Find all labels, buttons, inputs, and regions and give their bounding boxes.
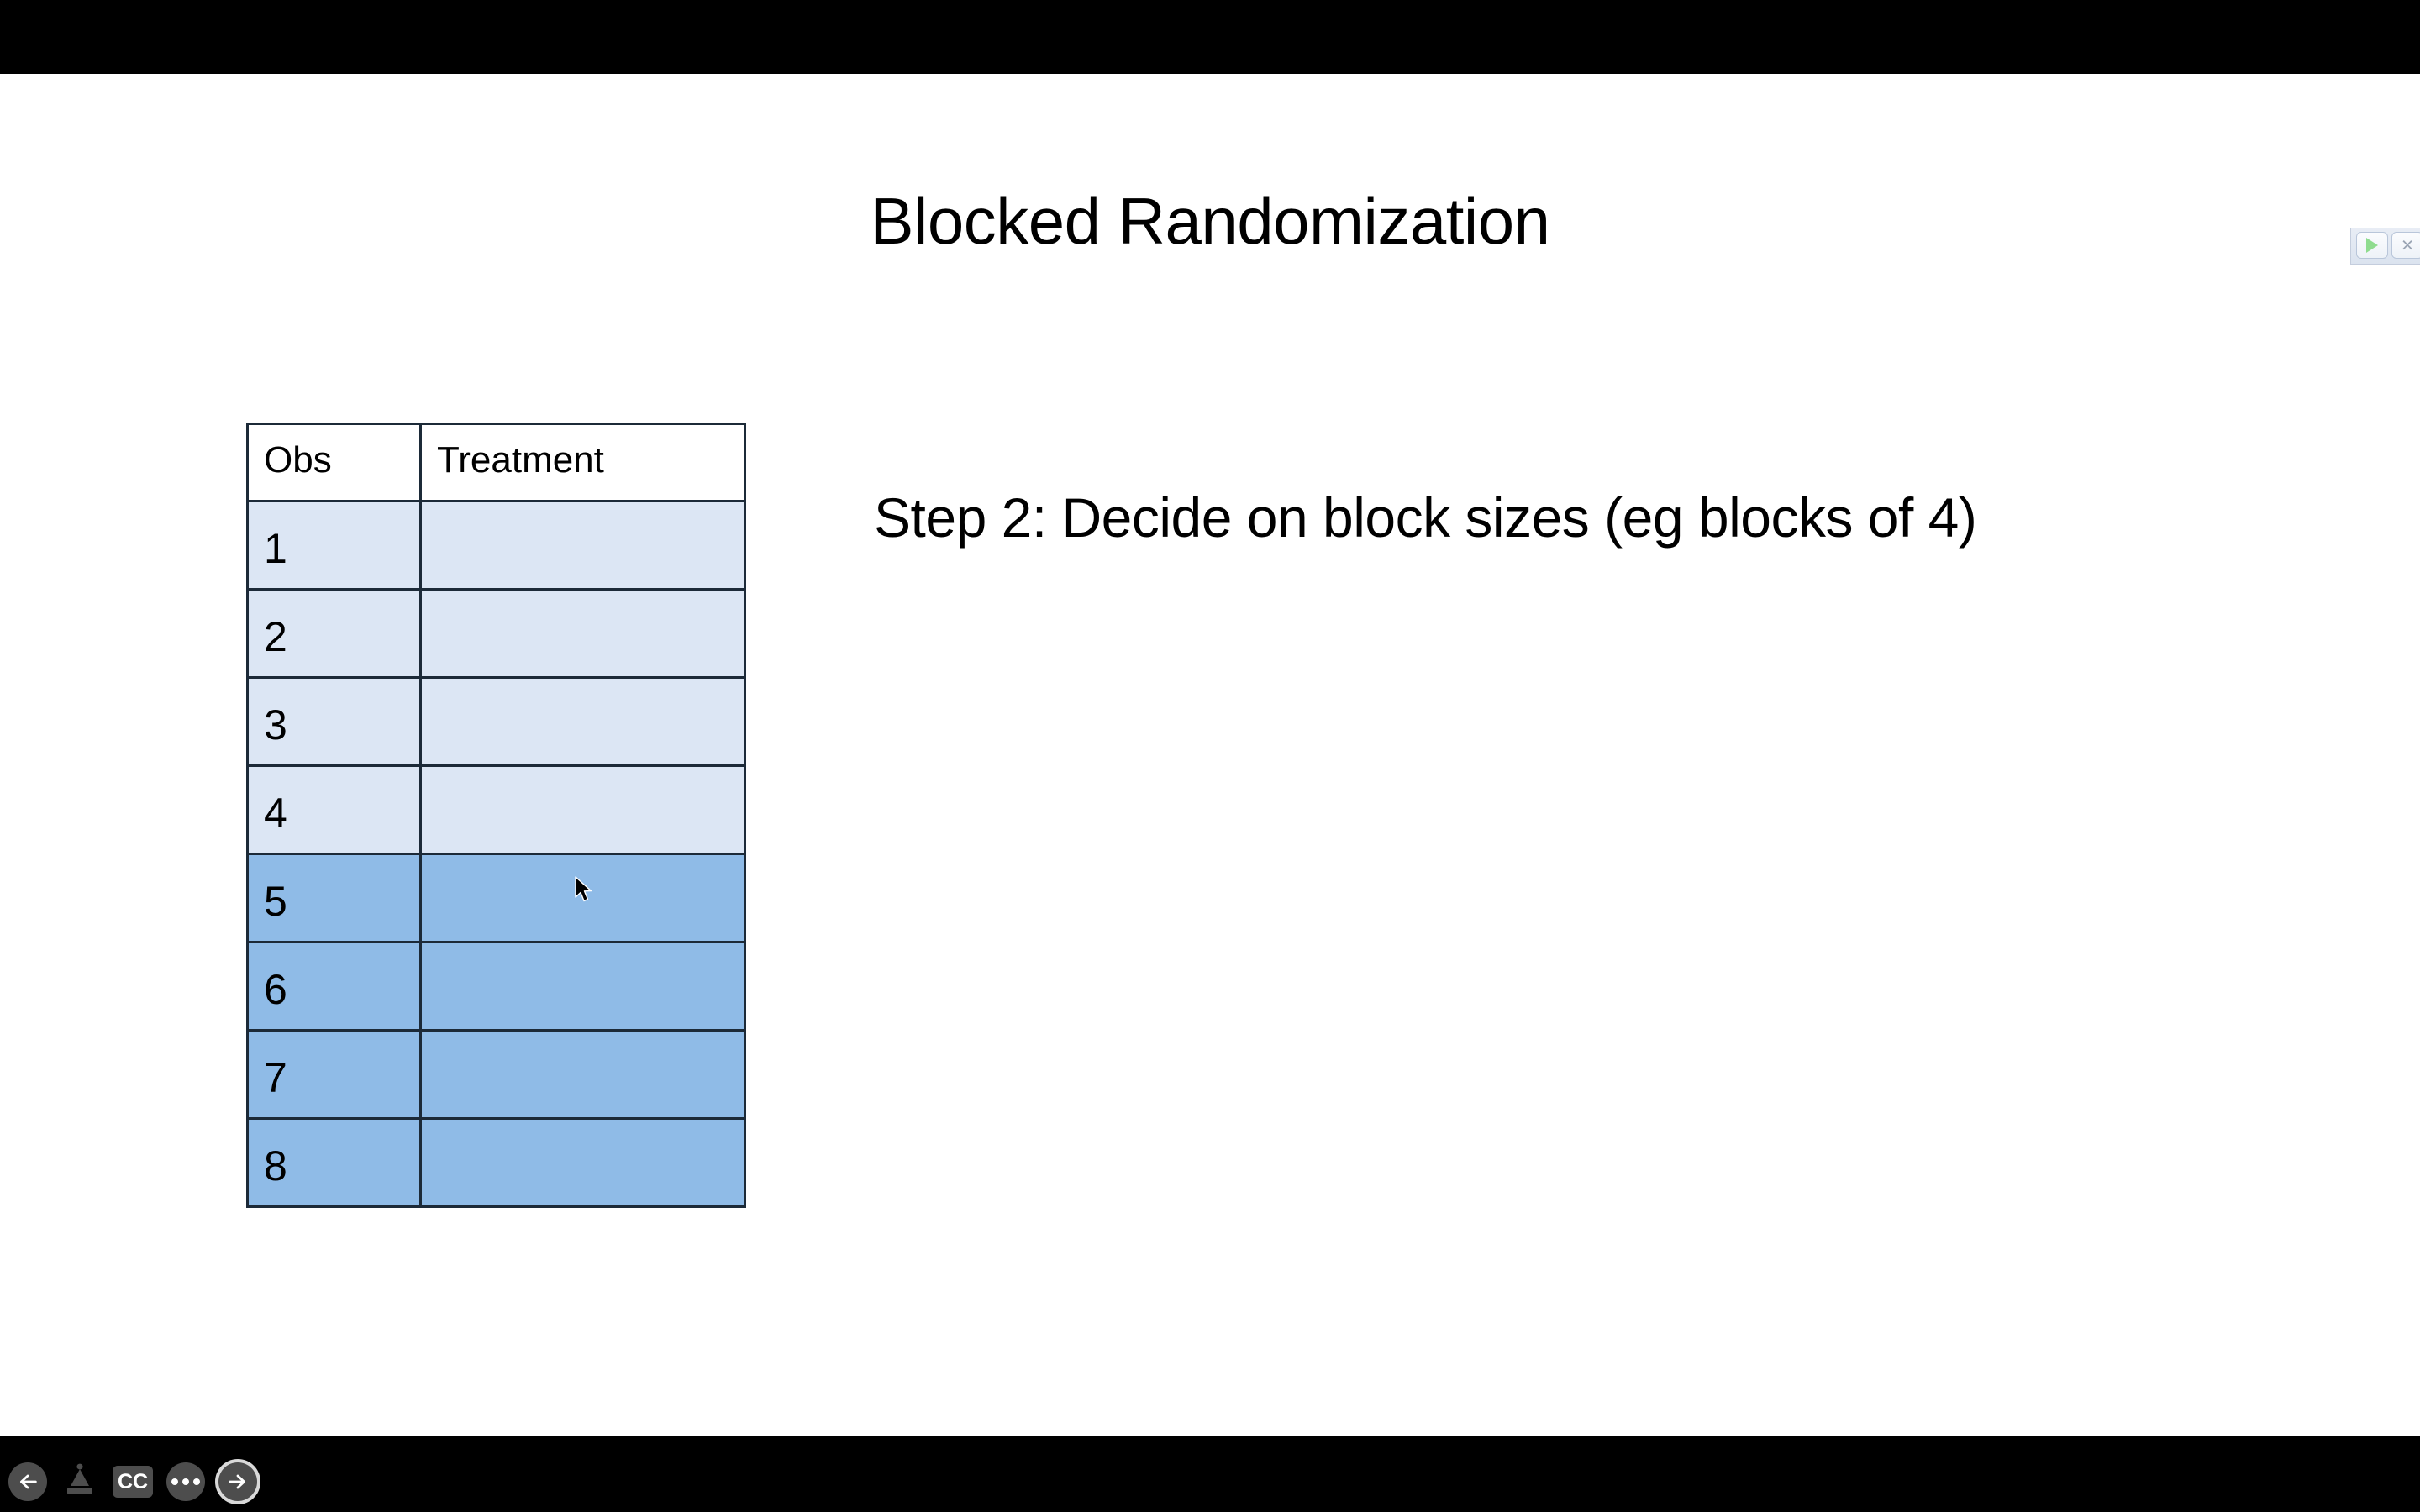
cell-treatment bbox=[419, 1029, 746, 1120]
cell-obs: 8 bbox=[246, 1117, 422, 1208]
column-header-treatment: Treatment bbox=[419, 423, 746, 502]
table-row: 6 bbox=[246, 941, 746, 1032]
cc-icon: CC bbox=[113, 1466, 153, 1498]
traffic-cone-icon bbox=[63, 1462, 97, 1503]
close-x-icon: × bbox=[2401, 233, 2414, 257]
table-row: 1 bbox=[246, 500, 746, 591]
cell-treatment bbox=[419, 500, 746, 591]
column-header-obs: Obs bbox=[246, 423, 422, 502]
next-button[interactable] bbox=[218, 1462, 257, 1501]
vlc-cone-button[interactable] bbox=[60, 1462, 99, 1501]
close-button[interactable]: × bbox=[2391, 232, 2420, 259]
cell-obs: 6 bbox=[246, 941, 422, 1032]
cell-treatment bbox=[419, 1117, 746, 1208]
cell-obs: 3 bbox=[246, 676, 422, 767]
play-button[interactable] bbox=[2356, 232, 2388, 259]
cell-obs: 1 bbox=[246, 500, 422, 591]
cell-obs: 5 bbox=[246, 853, 422, 943]
table-body: 1 2 3 4 5 bbox=[246, 500, 746, 1208]
randomization-table: Obs Treatment 1 2 3 4 bbox=[246, 423, 746, 1208]
table-row: 4 bbox=[246, 764, 746, 855]
cell-treatment bbox=[419, 853, 746, 943]
previous-button[interactable] bbox=[8, 1462, 47, 1501]
ellipsis-icon bbox=[166, 1462, 205, 1501]
table-row: 7 bbox=[246, 1029, 746, 1120]
cell-obs: 2 bbox=[246, 588, 422, 679]
table-row: 3 bbox=[246, 676, 746, 767]
cell-treatment bbox=[419, 676, 746, 767]
cell-treatment bbox=[419, 764, 746, 855]
table-row: 2 bbox=[246, 588, 746, 679]
table-row: 8 bbox=[246, 1117, 746, 1208]
cell-obs: 7 bbox=[246, 1029, 422, 1120]
floating-mini-toolbar: × bbox=[2350, 228, 2420, 265]
table-header-row: Obs Treatment bbox=[246, 423, 746, 502]
page-title: Blocked Randomization bbox=[870, 184, 1550, 258]
play-triangle-icon bbox=[2366, 238, 2378, 253]
cell-treatment bbox=[419, 941, 746, 1032]
arrow-right-icon bbox=[218, 1462, 257, 1501]
step-instruction-text: Step 2: Decide on block sizes (eg blocks… bbox=[874, 486, 1977, 549]
table-row: 5 bbox=[246, 853, 746, 943]
captions-button[interactable]: CC bbox=[113, 1462, 153, 1501]
cell-obs: 4 bbox=[246, 764, 422, 855]
more-options-button[interactable] bbox=[166, 1462, 205, 1501]
slide-stage: Blocked Randomization Obs Treatment 1 2 bbox=[0, 74, 2420, 1501]
cell-treatment bbox=[419, 588, 746, 679]
arrow-left-icon bbox=[8, 1462, 47, 1501]
player-controls-bar: CC bbox=[8, 1456, 269, 1508]
